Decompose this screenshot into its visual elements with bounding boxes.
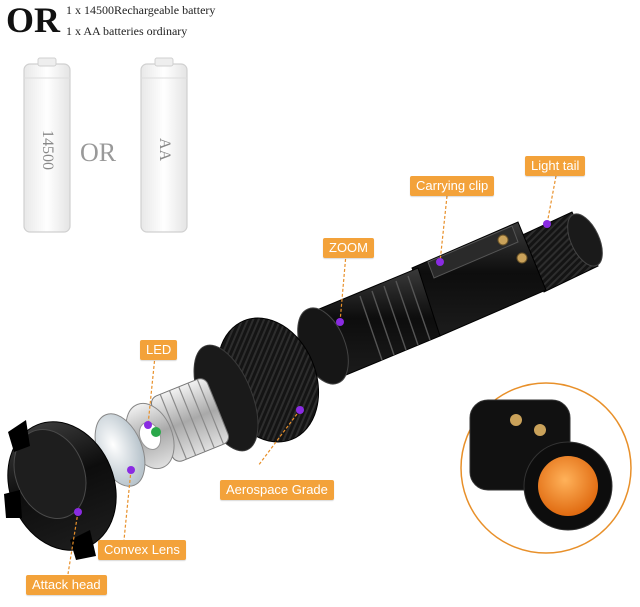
battery-aa: [140, 57, 188, 233]
battery-or-label: OR: [80, 138, 117, 167]
battery-14500: [23, 57, 71, 233]
tail-closeup-inset: [460, 382, 632, 554]
callout-zoom: ZOOM: [323, 238, 374, 258]
callout-dots: [74, 220, 551, 516]
callout-aerospace-grade: Aerospace Grade: [220, 480, 334, 500]
callout-attack-head: Attack head: [26, 575, 107, 595]
callout-light-tail: Light tail: [525, 156, 586, 176]
attack-head: [4, 420, 117, 560]
callout-convex-lens: Convex Lens: [98, 540, 186, 560]
callout-lines: [67, 175, 557, 575]
zoom-head-tube: [297, 267, 441, 385]
battery-line-2: 1 x AA batteries ordinary: [66, 24, 188, 38]
battery-label-aa: AA: [156, 138, 173, 162]
aerospace-ring: [193, 317, 320, 452]
callout-carrying-clip: Carrying clip: [410, 176, 495, 196]
callout-led: LED: [140, 340, 178, 360]
battery-line-1: 1 x 14500Rechargeable battery: [66, 3, 216, 17]
battery-label-14500: 14500: [39, 130, 56, 170]
body-tube-clip: [411, 221, 547, 337]
or-heading: OR: [6, 0, 60, 40]
